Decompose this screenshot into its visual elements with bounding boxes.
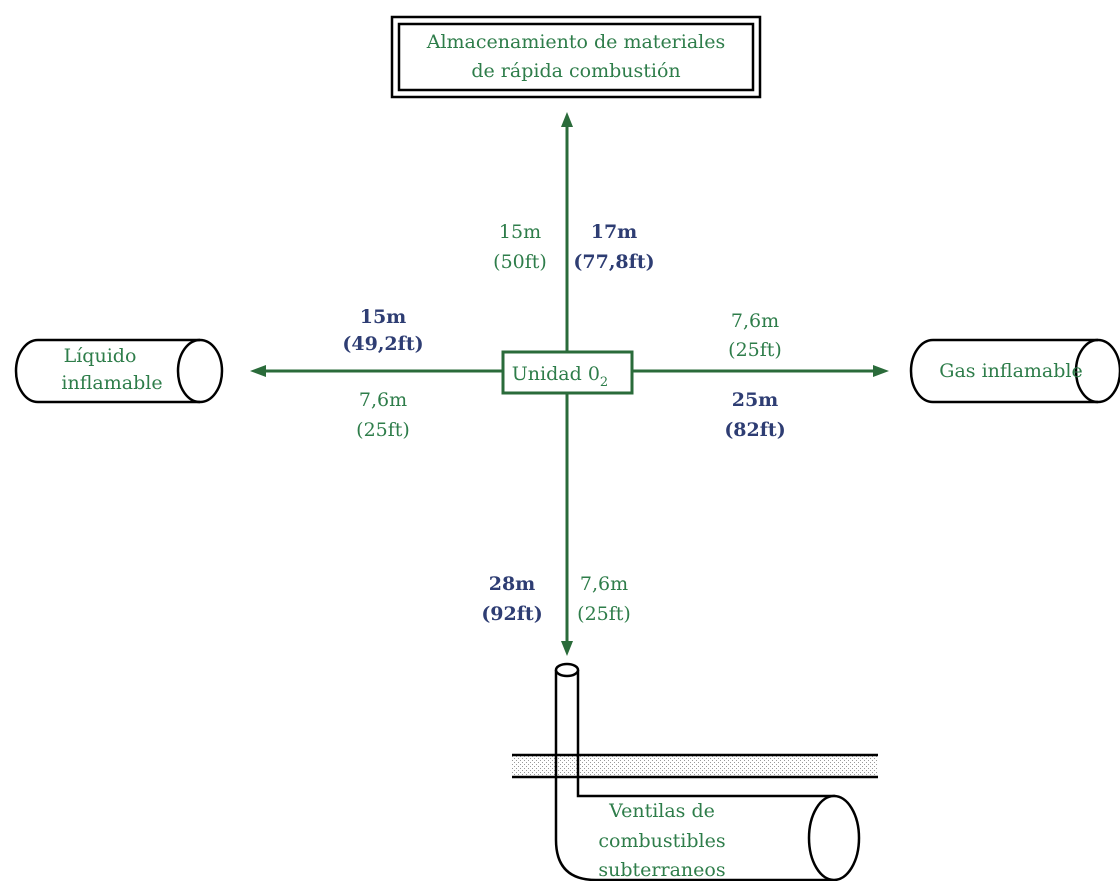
gas-tank: Gas inflamable: [909, 338, 1120, 404]
vent-pipe-top: [554, 662, 580, 678]
liquid-label-line2: inflamable: [61, 372, 162, 394]
arrowhead-right: [873, 365, 889, 377]
center-unit-box: Unidad 02: [501, 350, 634, 395]
ground-layer: [512, 756, 878, 776]
up-blue-ft: (77,8ft): [573, 251, 654, 273]
center-unit-label: Unidad 02: [512, 363, 608, 390]
storage-label-line1: Almacenamiento de materiales: [426, 31, 726, 53]
right-green-ft: (25ft): [728, 339, 782, 361]
right-blue-ft: (82ft): [724, 419, 785, 441]
down-blue-m: 28m: [489, 573, 536, 595]
vents-label-line1: Ventilas de: [608, 800, 715, 822]
left-green-m: 7,6m: [359, 389, 407, 411]
up-green-m: 15m: [499, 221, 541, 243]
arrowhead-left: [250, 365, 266, 377]
right-green-m: 7,6m: [731, 310, 779, 332]
vents-label-line2: combustibles: [598, 830, 725, 852]
vent-pipe-end: [807, 794, 861, 881]
distance-labels: 15m (50ft) 17m (77,8ft) 15m (49,2ft) 7,6…: [342, 221, 785, 625]
underground-vents: Ventilas de combustibles subterraneos: [512, 662, 878, 881]
left-blue-ft: (49,2ft): [342, 333, 423, 355]
storage-box: Almacenamiento de materiales de rápida c…: [390, 15, 762, 99]
right-blue-m: 25m: [732, 389, 779, 411]
left-blue-m: 15m: [360, 306, 407, 328]
up-blue-m: 17m: [591, 221, 638, 243]
center-unit-text: Unidad 0: [512, 363, 600, 385]
arrowhead-down: [561, 641, 573, 656]
gas-label: Gas inflamable: [939, 360, 1082, 382]
center-unit-subscript: 2: [600, 375, 608, 390]
arrowheads: [250, 112, 889, 656]
arrowhead-up: [561, 112, 573, 127]
down-blue-ft: (92ft): [481, 603, 542, 625]
vents-label-line3: subterraneos: [598, 859, 725, 881]
up-green-ft: (50ft): [493, 251, 547, 273]
down-green-m: 7,6m: [580, 573, 628, 595]
distance-lines: [262, 124, 876, 645]
storage-label-line2: de rápida combustión: [471, 60, 680, 82]
liquid-label-line1: Líquido: [64, 345, 137, 367]
liquid-tank: Líquido inflamable: [14, 338, 224, 404]
down-green-ft: (25ft): [577, 603, 631, 625]
left-green-ft: (25ft): [356, 419, 410, 441]
